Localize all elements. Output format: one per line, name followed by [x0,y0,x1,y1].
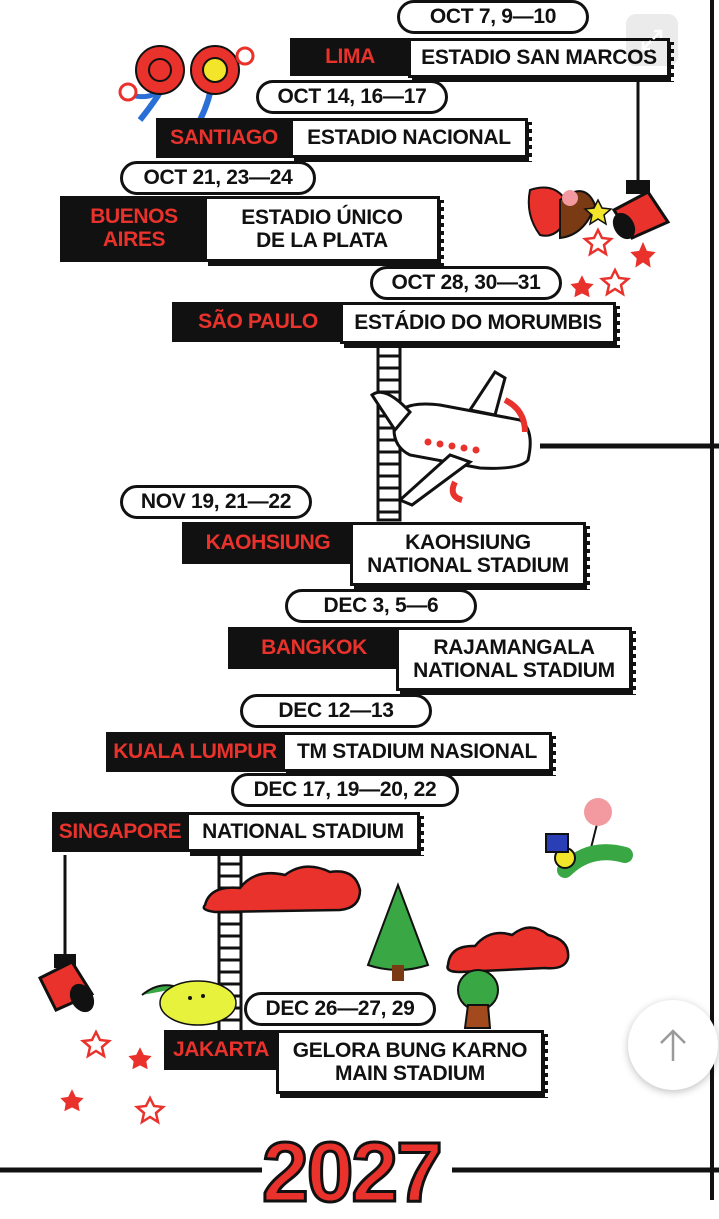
city-label: KAOHSIUNG [182,522,354,564]
cloud-illustration [202,865,570,974]
city-label: SÃO PAULO [172,302,344,342]
date-pill: DEC 3, 5—6 [285,589,477,623]
spotlight-illustration [611,80,671,240]
venue-label: GELORA BUNG KARNO MAIN STADIUM [276,1030,548,1097]
year-heading: 2027 [261,1125,445,1219]
date-pill: DEC 17, 19—20, 22 [231,773,459,807]
date-pill: DEC 26—27, 29 [244,992,436,1026]
city-label: BUENOS AIRES [60,196,208,262]
date-pill: OCT 21, 23—24 [120,161,316,195]
venue-label: NATIONAL STADIUM [186,812,424,855]
city-label: SINGAPORE [52,812,188,852]
city-label: SANTIAGO [156,118,292,158]
caterpillar-illustration [545,798,633,878]
date-pill: NOV 19, 21—22 [120,485,312,519]
city-label: LIMA [290,38,410,76]
city-label: BANGKOK [228,627,400,669]
date-pill: OCT 7, 9—10 [397,0,589,34]
venue-label: ESTADIO ÚNICO DE LA PLATA [204,196,444,265]
tree-character-illustration [457,969,499,1029]
date-pill: OCT 28, 30—31 [370,266,562,300]
tree-illustration [366,882,430,981]
venue-label: ESTADIO SAN MARCOS [408,38,674,81]
expand-icon [641,29,663,51]
scroll-to-top-button[interactable] [628,1000,718,1090]
spotlight-illustration [37,855,95,1013]
city-label: JAKARTA [164,1030,278,1070]
venue-label: RAJAMANGALA NATIONAL STADIUM [396,627,636,694]
flower-characters-illustration [118,45,255,122]
date-pill: DEC 12—13 [240,694,432,728]
star-decorations [570,227,656,298]
venue-label: ESTADIO NACIONAL [290,118,532,161]
date-pill: OCT 14, 16—17 [256,80,448,114]
venue-label: TM STADIUM NASIONAL [282,732,556,775]
arrow-up-icon [660,1029,686,1061]
butterfly-illustration [527,186,613,240]
expand-button[interactable] [626,14,678,66]
star-decorations [60,1029,166,1125]
lemon-illustration [141,980,237,1026]
venue-label: ESTÁDIO DO MORUMBIS [340,302,620,347]
airplane-illustration [369,369,532,507]
city-label: KUALA LUMPUR [106,732,284,772]
venue-label: KAOHSIUNG NATIONAL STADIUM [350,522,590,589]
